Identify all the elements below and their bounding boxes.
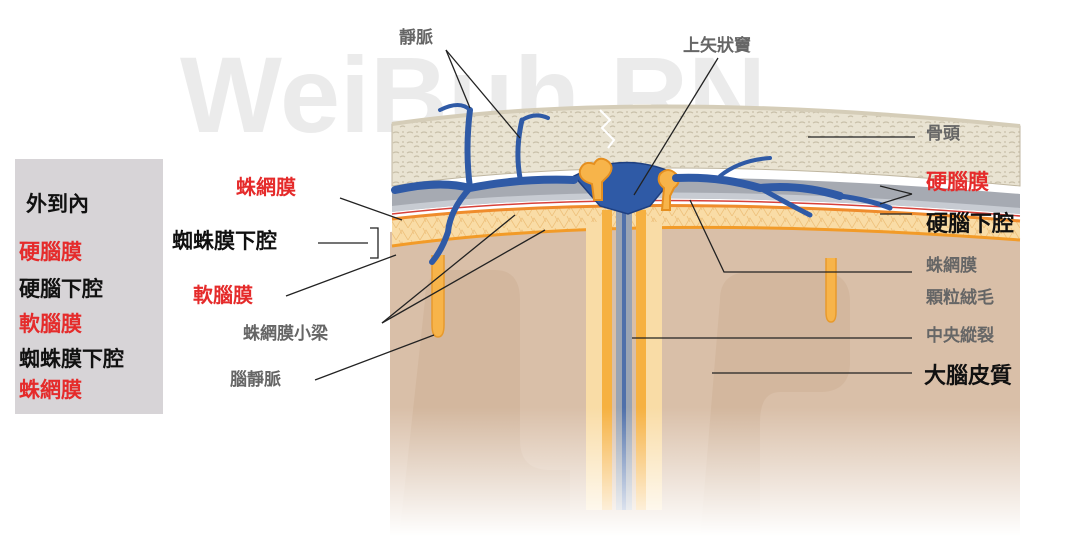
order-item-2: 硬腦下腔 — [19, 277, 103, 301]
veins-group — [391, 103, 893, 265]
label-cerebral-vein: 腦靜脈 — [230, 370, 281, 390]
arachnoid-line — [391, 204, 1021, 223]
label-arachnoid-mater: 蛛網膜 — [236, 175, 296, 199]
bottom-fade — [380, 250, 1040, 536]
order-item-3: 軟腦膜 — [19, 312, 82, 336]
label-arachnoid-granulation-2: 顆粒絨毛 — [926, 288, 994, 308]
layer-order-box: 外到內 硬腦膜 硬腦下腔 軟腦膜 蜘蛛膜下腔 蛛網膜 — [15, 159, 163, 414]
label-cerebral-cortex: 大腦皮質 — [924, 364, 1013, 389]
order-item-1: 硬腦膜 — [19, 240, 82, 264]
pia-mater-line — [391, 225, 1021, 248]
order-item-4: 蜘蛛膜下腔 — [19, 347, 124, 371]
order-box-title: 外到內 — [26, 192, 89, 216]
subdural-line — [391, 199, 1021, 217]
arachnoid-granulation-left — [578, 157, 613, 201]
label-vein: 靜脈 — [399, 28, 433, 48]
label-subdural-space: 硬腦下腔 — [926, 212, 1015, 237]
label-pia-mater: 軟腦膜 — [193, 283, 253, 307]
skull-outer-edge — [391, 104, 1021, 128]
label-bone: 骨頭 — [926, 124, 960, 144]
label-subarachnoid-space: 蜘蛛膜下腔 — [172, 229, 277, 253]
label-arachnoid-granulation-1: 蛛網膜 — [926, 256, 977, 276]
leader-lines — [285, 49, 915, 381]
label-superior-sagittal-sinus: 上矢狀竇 — [683, 36, 751, 56]
order-item-5: 蛛網膜 — [19, 378, 82, 402]
label-arachnoid-trabeculae: 蛛網膜小梁 — [243, 324, 328, 344]
label-longitudinal-fissure: 中央縱裂 — [926, 326, 994, 346]
label-dura-mater: 硬腦膜 — [926, 170, 989, 194]
skull-suture — [599, 109, 616, 149]
